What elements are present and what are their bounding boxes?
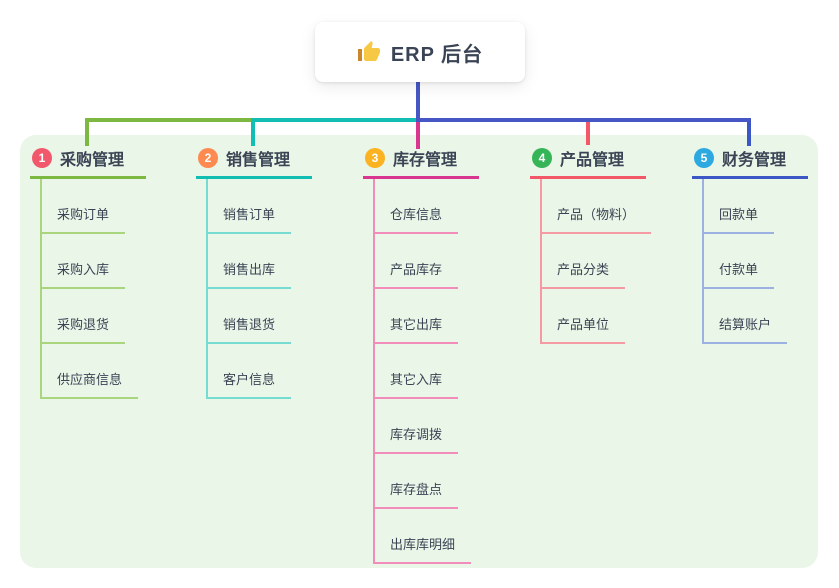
branch-product: 4 产品管理 产品（物料） 产品分类 产品单位: [530, 146, 652, 344]
branch-title: 销售管理: [226, 151, 291, 169]
leaf-node[interactable]: 产品库存: [375, 234, 459, 289]
leaf-node[interactable]: 回款单: [704, 179, 775, 234]
branch-number-badge: 1: [32, 147, 52, 168]
root-node-title: ERP 后台: [390, 43, 484, 66]
connector-drop-sales: [251, 118, 255, 146]
leaf-node[interactable]: 产品分类: [542, 234, 626, 289]
branch-number-badge: 2: [198, 147, 218, 168]
branch-subtree: 产品（物料） 产品分类 产品单位: [540, 179, 652, 344]
leaf-node[interactable]: 客户信息: [208, 344, 292, 399]
leaf-node[interactable]: 销售订单: [208, 179, 292, 234]
leaf-node[interactable]: 销售退货: [208, 289, 292, 344]
connector-drop-product: [586, 121, 590, 145]
connector-drop-inventory: [416, 121, 420, 149]
leaf-node[interactable]: 付款单: [704, 234, 775, 289]
leaf-node[interactable]: 库存盘点: [375, 454, 459, 509]
leaf-node[interactable]: 其它出库: [375, 289, 459, 344]
leaf-node[interactable]: 采购退货: [42, 289, 126, 344]
branch-subtree: 销售订单 销售出库 销售退货 客户信息: [206, 179, 292, 399]
branch-title: 采购管理: [60, 151, 125, 169]
branch-title: 库存管理: [393, 151, 458, 169]
branch-sales: 2 销售管理 销售订单 销售出库 销售退货 客户信息: [196, 146, 313, 399]
connector-horizontal-purchase: [85, 118, 255, 122]
branch-node-product[interactable]: 4 产品管理: [530, 146, 647, 179]
branch-number-badge: 5: [694, 147, 714, 168]
leaf-node[interactable]: 仓库信息: [375, 179, 459, 234]
mindmap-canvas: [20, 135, 818, 568]
connector-horizontal-sales: [251, 118, 418, 122]
root-node[interactable]: ERP 后台: [315, 22, 525, 82]
branch-node-finance[interactable]: 5 财务管理: [692, 146, 809, 179]
branch-title: 财务管理: [722, 151, 787, 169]
branch-number-badge: 3: [365, 147, 385, 168]
connector-drop-purchase: [85, 118, 89, 146]
leaf-node[interactable]: 采购入库: [42, 234, 126, 289]
leaf-node[interactable]: 产品单位: [542, 289, 626, 344]
connector-horizontal-finance: [416, 118, 751, 122]
leaf-node[interactable]: 采购订单: [42, 179, 126, 234]
branch-purchase: 1 采购管理 采购订单 采购入库 采购退货 供应商信息: [30, 146, 147, 399]
branch-node-purchase[interactable]: 1 采购管理: [30, 146, 147, 179]
leaf-node[interactable]: 库存调拨: [375, 399, 459, 454]
branch-subtree: 采购订单 采购入库 采购退货 供应商信息: [40, 179, 139, 399]
thumbs-up-icon: [357, 41, 380, 61]
connector-root-vertical: [416, 82, 420, 122]
branch-title: 产品管理: [560, 151, 625, 169]
branch-node-sales[interactable]: 2 销售管理: [196, 146, 313, 179]
branch-subtree: 仓库信息 产品库存 其它出库 其它入库 库存调拨 库存盘点 出库库明细: [373, 179, 472, 564]
connector-drop-finance: [747, 118, 751, 146]
leaf-node[interactable]: 销售出库: [208, 234, 292, 289]
leaf-node[interactable]: 结算账户: [704, 289, 788, 344]
leaf-node[interactable]: 出库库明细: [375, 509, 472, 564]
leaf-node[interactable]: 供应商信息: [42, 344, 139, 399]
leaf-node[interactable]: 其它入库: [375, 344, 459, 399]
branch-finance: 5 财务管理 回款单 付款单 结算账户: [692, 146, 809, 344]
branch-number-badge: 4: [532, 147, 552, 168]
leaf-node[interactable]: 产品（物料）: [542, 179, 652, 234]
branch-node-inventory[interactable]: 3 库存管理: [363, 146, 480, 179]
branch-inventory: 3 库存管理 仓库信息 产品库存 其它出库 其它入库 库存调拨 库存盘点 出库库…: [363, 146, 480, 564]
branch-subtree: 回款单 付款单 结算账户: [702, 179, 788, 344]
